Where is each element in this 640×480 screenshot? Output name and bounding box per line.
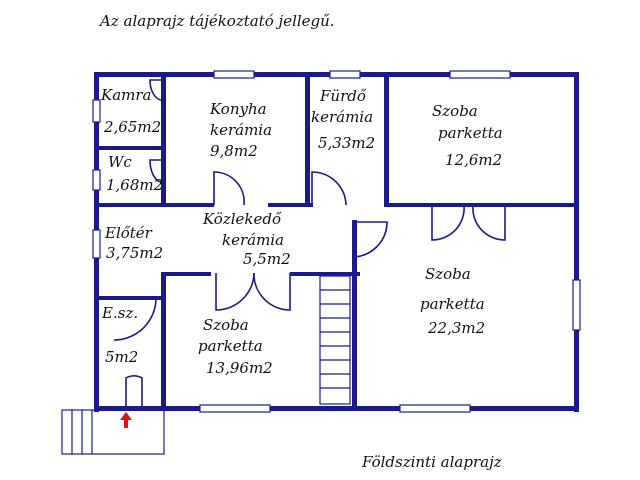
room-material-szoba-ne: parketta xyxy=(438,124,503,142)
header-note: Az alaprajz tájékoztató jellegű. xyxy=(98,12,335,30)
room-material-szoba-sw: parketta xyxy=(198,337,263,355)
room-name-kozlekedo: Közlekedő xyxy=(202,210,282,228)
room-area-szoba-se: 22,3m2 xyxy=(427,319,485,337)
room-area-wc: 1,68m2 xyxy=(106,176,163,194)
room-material-furdo: kerámia xyxy=(311,108,373,126)
room-area-kamra: 2,65m2 xyxy=(103,118,161,136)
entrance-arrow-icon xyxy=(120,412,132,428)
doors xyxy=(113,79,506,406)
room-name-konyha: Konyha xyxy=(209,100,267,118)
entrance-steps xyxy=(61,409,165,455)
windows xyxy=(92,70,581,413)
room-name-eloter: Előtér xyxy=(104,224,153,242)
room-area-szoba-sw: 13,96m2 xyxy=(206,359,273,377)
room-material-kozlekedo: kerámia xyxy=(222,231,284,249)
interior-stairs xyxy=(319,275,351,405)
room-material-szoba-se: parketta xyxy=(420,295,485,313)
room-name-szoba-ne: Szoba xyxy=(432,102,478,120)
room-area-eloter: 3,75m2 xyxy=(106,244,163,262)
room-area-esz: 5m2 xyxy=(105,348,138,366)
room-name-szoba-sw: Szoba xyxy=(203,316,249,334)
room-area-konyha: 9,8m2 xyxy=(210,142,258,160)
room-material-konyha: kerámia xyxy=(210,121,272,139)
room-name-wc: Wc xyxy=(108,153,132,171)
room-area-szoba-ne: 12,6m2 xyxy=(445,151,502,169)
room-area-kozlekedo: 5,5m2 xyxy=(243,250,291,268)
room-area-furdo: 5,33m2 xyxy=(318,134,375,152)
room-name-furdo: Fürdő xyxy=(319,87,367,105)
room-name-kamra: Kamra xyxy=(100,86,152,104)
room-name-szoba-se: Szoba xyxy=(425,265,471,283)
room-name-esz: E.sz. xyxy=(101,304,138,322)
footer-title: Földszinti alaprajz xyxy=(361,453,502,471)
